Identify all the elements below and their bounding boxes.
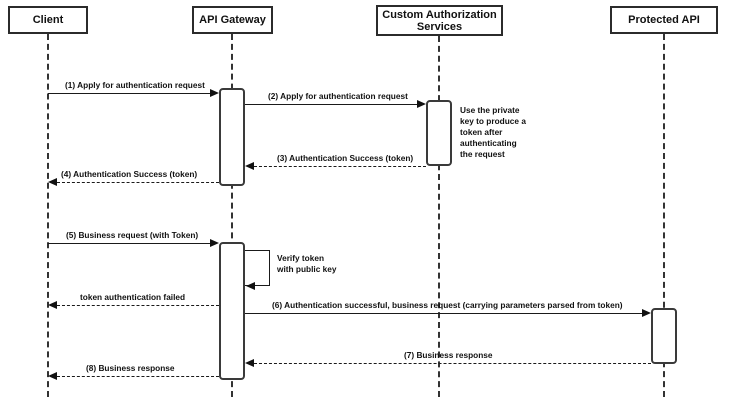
- message-line-8: [57, 376, 219, 377]
- message-label-6: (6) Authentication successful, business …: [272, 300, 623, 310]
- message-line-3: [254, 166, 426, 167]
- activation-api-gateway-business: [219, 242, 245, 380]
- participant-label-custom-authorization-services: Custom Authorization Services: [382, 8, 497, 33]
- message-label-8: (8) Business response: [86, 363, 175, 373]
- lifeline-protected-api: [663, 34, 665, 397]
- participant-box-protected-api[interactable]: Protected API: [610, 6, 718, 34]
- activation-api-gateway-auth: [219, 88, 245, 186]
- message-label-token-authentication-failed: token authentication failed: [80, 292, 186, 302]
- activation-protected-api: [651, 308, 677, 364]
- message-label-1: (1) Apply for authentication request: [65, 80, 205, 90]
- self-call-arrowhead-verify-token: [246, 281, 255, 290]
- message-line-6: [245, 313, 643, 314]
- message-label-7: (7) Business response: [404, 350, 493, 360]
- lifeline-api-gateway: [231, 34, 233, 397]
- message-line-1: [48, 93, 211, 94]
- message-arrowhead-5: [210, 238, 219, 247]
- participant-label-client: Client: [32, 14, 64, 26]
- message-line-7: [254, 363, 651, 364]
- message-arrowhead-3: [245, 161, 254, 170]
- lifeline-client: [47, 34, 49, 397]
- message-arrowhead-8: [48, 371, 57, 380]
- message-label-2: (2) Apply for authentication request: [268, 91, 408, 101]
- message-line-4: [57, 182, 219, 183]
- message-line-token-authentication-failed: [57, 305, 219, 306]
- message-label-5: (5) Business request (with Token): [66, 230, 199, 240]
- message-arrowhead-2: [417, 99, 426, 108]
- message-label-3: (3) Authentication Success (token): [277, 153, 414, 163]
- message-arrowhead-token-authentication-failed: [48, 300, 57, 309]
- activation-custom-auth-service: [426, 100, 452, 166]
- message-line-5: [48, 243, 211, 244]
- self-call-label-verify-token: Verify token with public key: [277, 253, 337, 274]
- message-arrowhead-1: [210, 88, 219, 97]
- message-arrowhead-4: [48, 177, 57, 186]
- participant-label-protected-api: Protected API: [628, 14, 700, 26]
- self-call-verify-token: [245, 250, 270, 286]
- message-arrowhead-7: [245, 358, 254, 367]
- note-private-key: Use the private key to produce a token a…: [460, 105, 526, 159]
- participant-box-custom-authorization-services[interactable]: Custom Authorization Services: [376, 5, 503, 36]
- participant-label-api-gateway: API Gateway: [199, 14, 266, 26]
- participant-box-api-gateway[interactable]: API Gateway: [192, 6, 273, 34]
- message-arrowhead-6: [642, 308, 651, 317]
- message-label-4: (4) Authentication Success (token): [61, 169, 198, 179]
- lifeline-custom-authorization-services: [438, 36, 440, 397]
- participant-box-client[interactable]: Client: [8, 6, 88, 34]
- message-line-2: [245, 104, 418, 105]
